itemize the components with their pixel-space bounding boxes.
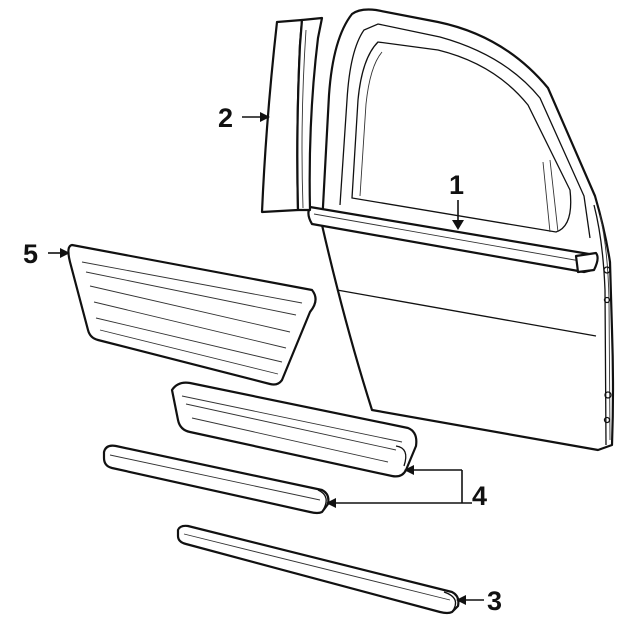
- callout-4: 4: [472, 481, 487, 511]
- lower-door-molding: [170, 381, 418, 478]
- window-opening: [351, 41, 572, 233]
- leader-lines: [48, 112, 484, 605]
- rocker-molding-body: [102, 444, 330, 515]
- upper-body-molding: [67, 243, 317, 386]
- upper-body-molding-body: [67, 243, 317, 386]
- arrow-5: [60, 248, 70, 258]
- arrow-2: [260, 112, 270, 122]
- belt-weatherstrip-end-cap: [574, 251, 599, 274]
- sill-molding: [176, 524, 460, 615]
- door-frame-inner: [339, 23, 591, 239]
- sill-molding-body: [176, 524, 460, 615]
- window-glass-line: [359, 51, 383, 197]
- rocker-molding: [102, 444, 330, 515]
- door-crease-line: [336, 289, 597, 337]
- pillar-applique-inner: [296, 16, 324, 212]
- hinge-details: [603, 266, 612, 424]
- callout-2: 2: [218, 103, 233, 133]
- arrow-4-upper: [404, 465, 414, 475]
- window-division-bar: [542, 159, 559, 233]
- callout-1: 1: [449, 170, 464, 200]
- door-outer-panel: [320, 8, 615, 452]
- door-shell: [320, 8, 615, 452]
- belt-weatherstrip: [307, 205, 599, 274]
- callout-5: 5: [23, 239, 38, 269]
- callout-3: 3: [487, 586, 502, 616]
- pillar-applique: [260, 16, 324, 214]
- arrow-4-lower: [326, 498, 336, 508]
- arrow-1: [452, 220, 464, 230]
- arrow-3: [456, 595, 466, 605]
- door-hinge-edge: [593, 204, 607, 446]
